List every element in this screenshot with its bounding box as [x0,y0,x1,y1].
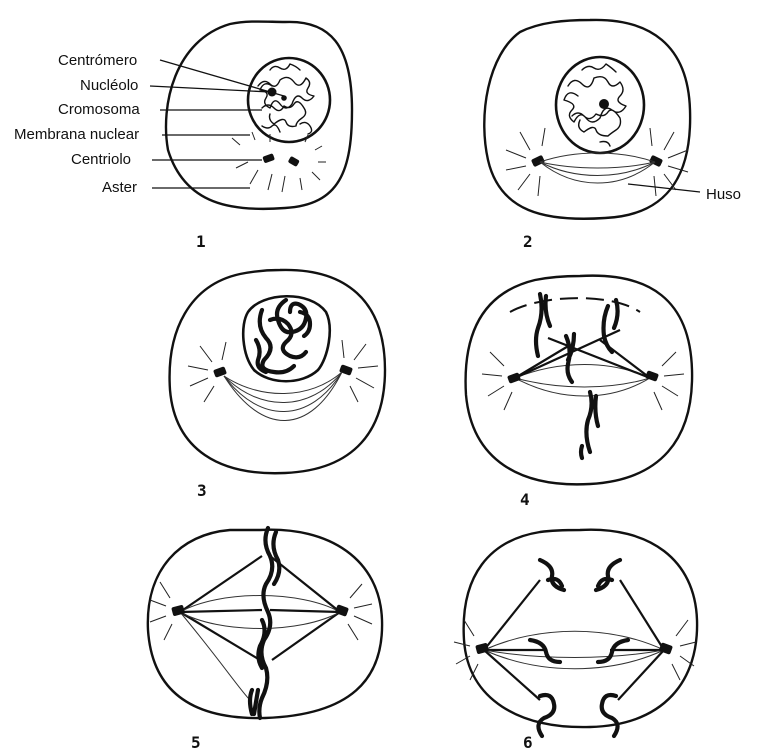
stage-number-1: 1 [196,232,206,251]
label-cromosoma: Cromosoma [58,101,140,118]
cell-3 [170,270,385,473]
label-aster: Aster [102,179,137,196]
label-centromero: Centrómero [58,52,137,69]
cell-4-membrane [466,276,693,485]
stage-number-3: 3 [197,481,207,500]
stage-number-2: 2 [523,232,533,251]
stage-number-5: 5 [191,733,201,751]
cell-4 [466,276,693,485]
cell-6-membrane [464,530,697,727]
cell-1-nucleus [248,58,330,142]
label-huso: Huso [706,186,741,203]
label-nucleolo: Nucléolo [80,77,138,94]
cell-2-nucleolus [599,99,609,109]
stage-number-4: 4 [520,490,530,509]
cell-2 [484,20,690,219]
label-membrana: Membrana nuclear [14,126,139,143]
cell-1 [166,22,352,209]
stage-number-6: 6 [523,733,533,751]
cell-6 [454,530,697,736]
cell-5 [148,528,382,718]
label-centriolo: Centriolo [71,151,131,168]
